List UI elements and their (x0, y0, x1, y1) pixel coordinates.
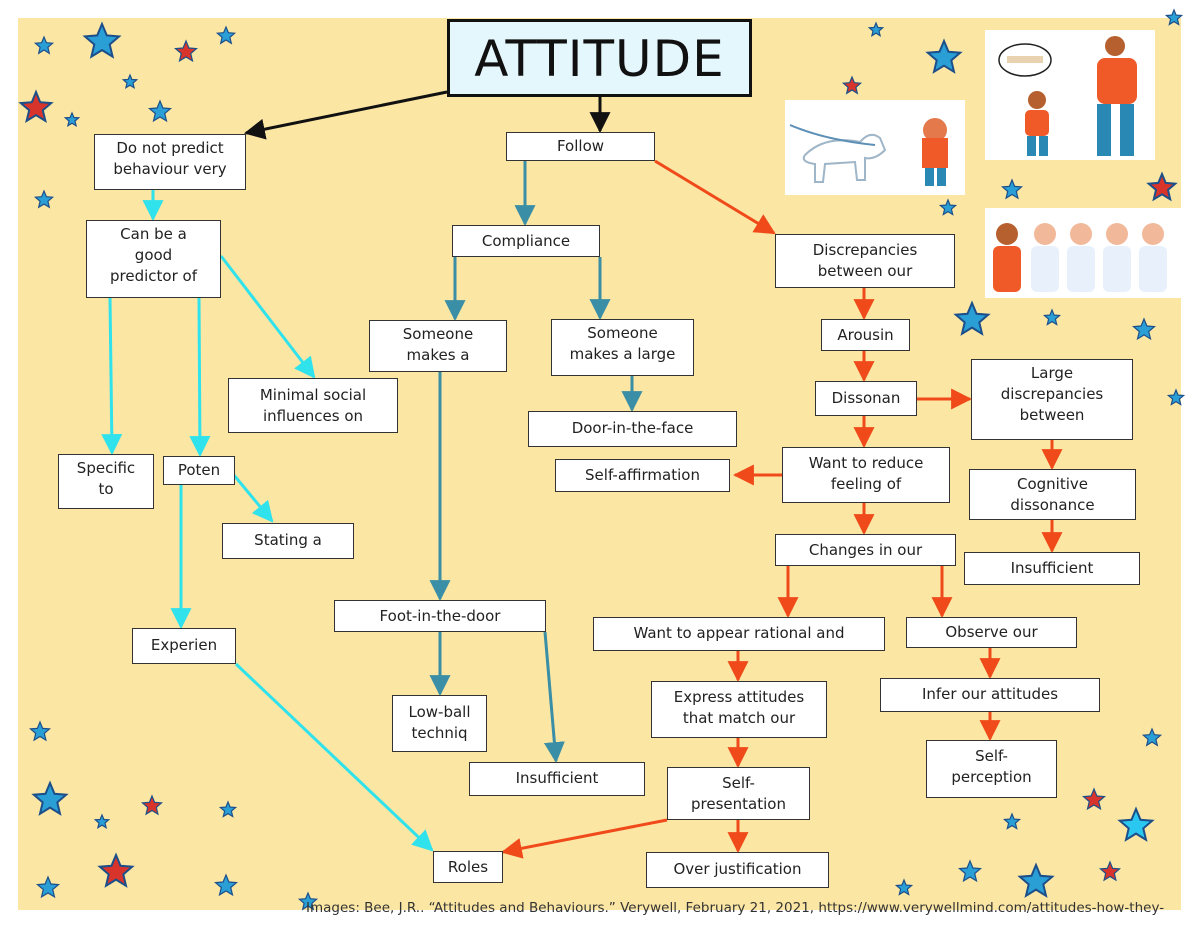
star-icon (894, 878, 914, 896)
node-insufficient-left: Insufficient (469, 762, 645, 796)
star-icon (215, 25, 237, 45)
star-icon (63, 111, 81, 127)
edge-good-poten (189, 297, 211, 458)
star-icon (938, 198, 958, 216)
node-dissonan: Dissonan (815, 381, 917, 416)
star-icon (957, 859, 983, 883)
node-stating: Stating a (222, 523, 354, 559)
node-poten: Poten (163, 456, 235, 485)
star-icon (841, 75, 863, 95)
node-specific: Specific to (58, 454, 154, 509)
edge-good-minimal (219, 255, 316, 379)
star-icon (1001, 178, 1023, 200)
edge-experien-roles (234, 662, 434, 852)
image-credit-caption: Images: Bee, J.R.. “Attitudes and Behavi… (306, 900, 1165, 916)
node-foot-in-door: Foot-in-the-door (334, 600, 546, 632)
node-express: Express attitudes that match our (651, 681, 827, 738)
node-someone-makes-a: Someone makes a (369, 320, 507, 372)
star-icon (1164, 8, 1184, 26)
node-good-predictor: Can be a good predictor of (86, 220, 221, 298)
star-icon (93, 813, 111, 829)
node-follow: Follow (506, 132, 655, 161)
node-compliance: Compliance (452, 225, 600, 257)
node-discrepancies: Discrepancies between our (775, 234, 955, 288)
node-insufficient-right: Insufficient (964, 552, 1140, 585)
node-want-reduce: Want to reduce feeling of (782, 447, 950, 503)
node-observe: Observe our (906, 617, 1077, 648)
attitude-title: ATTITUDE (447, 19, 752, 97)
node-over-justification: Over justification (646, 852, 829, 888)
node-self-presentation: Self- presentation (667, 767, 810, 820)
conformity-group-illustration (985, 208, 1185, 298)
star-icon (1017, 862, 1055, 898)
star-icon (82, 21, 122, 59)
node-cognitive-dissonance: Cognitive dissonance (969, 469, 1136, 520)
edge-poten-stating (231, 473, 274, 523)
star-icon (218, 800, 238, 818)
star-icon (1042, 308, 1062, 326)
star-icon (97, 852, 135, 888)
star-icon (121, 73, 139, 89)
edge-foot-insufficient (543, 631, 565, 764)
node-self-perception: Self- perception (926, 740, 1057, 798)
star-icon (173, 39, 199, 63)
star-icon (29, 720, 51, 742)
star-icon (867, 21, 885, 37)
star-icon (33, 189, 55, 209)
node-arousin: Arousin (821, 319, 910, 351)
star-icon (1141, 727, 1163, 747)
star-icon (31, 780, 69, 816)
star-icon (147, 99, 173, 123)
node-roles: Roles (433, 851, 503, 883)
node-do-not-predict: Do not predict behaviour very (94, 134, 246, 190)
star-icon (35, 875, 61, 899)
star-icon (18, 89, 54, 124)
node-large-discrepancies: Large discrepancies between (971, 359, 1133, 440)
star-icon (1166, 388, 1186, 406)
star-icon (141, 794, 163, 816)
node-want-appear: Want to appear rational and (593, 617, 885, 651)
node-infer: Infer our attitudes (880, 678, 1100, 712)
edge-self-presentation-roles (500, 818, 668, 859)
star-icon (1146, 171, 1178, 202)
edge-good-specific (101, 297, 123, 456)
star-icon (1131, 317, 1157, 341)
father-smoking-with-child-illustration (985, 30, 1155, 160)
star-icon (925, 38, 963, 74)
star-icon (1002, 812, 1022, 830)
node-changes: Changes in our (775, 534, 956, 566)
node-self-affirmation: Self-affirmation (555, 459, 730, 492)
edge-attitude-do-not-predict (243, 90, 448, 140)
star-icon (1099, 860, 1121, 882)
node-experien: Experien (132, 628, 236, 664)
star-icon (1081, 787, 1107, 811)
node-minimal-social: Minimal social influences on (228, 378, 398, 433)
star-icon (213, 873, 239, 897)
node-someone-makes-large: Someone makes a large (551, 319, 694, 376)
star-icon (297, 891, 319, 911)
star-icon (953, 300, 991, 336)
node-door-in-face: Door-in-the-face (528, 411, 737, 447)
edge-follow-discrepancies (654, 159, 776, 235)
node-low-ball: Low-ball techniq (392, 695, 487, 752)
dog-barking-at-child-illustration (785, 100, 965, 195)
star-icon (33, 35, 55, 55)
star-icon (1117, 806, 1155, 842)
